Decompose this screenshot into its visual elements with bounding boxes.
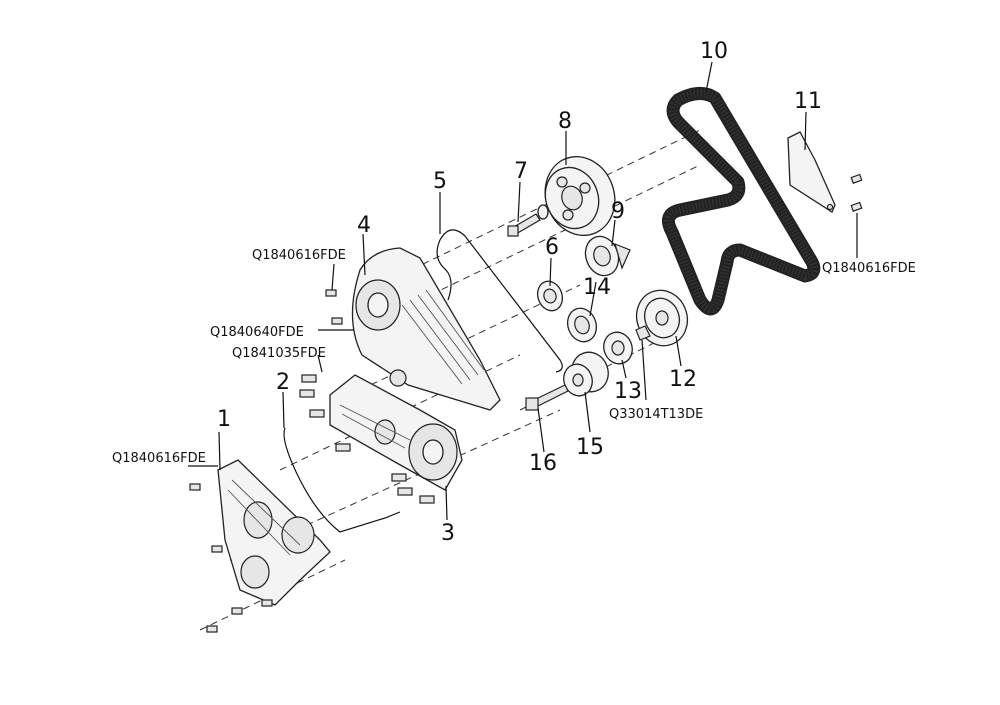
code-bolt-lower-cover: Q1840616FDE	[112, 451, 206, 466]
belt-tensioner	[584, 235, 631, 277]
callout-16: 16	[529, 451, 557, 476]
callout-13: 13	[614, 379, 642, 404]
callout-2: 2	[276, 370, 290, 395]
middle-timing-cover	[329, 374, 463, 491]
callout-3: 3	[441, 521, 455, 546]
callout-6: 6	[545, 235, 559, 260]
code-nut-idler: Q33014T13DE	[609, 407, 703, 422]
idler-bearing	[566, 307, 598, 343]
callout-8: 8	[558, 109, 572, 134]
part-codes: Q1840616FDE Q1840640FDE Q1841035FDE Q184…	[112, 248, 916, 466]
bracket-bolts	[850, 173, 863, 212]
leader-lines	[188, 61, 858, 521]
callout-7: 7	[514, 159, 528, 184]
idler-roller	[536, 280, 564, 312]
callout-1: 1	[217, 407, 231, 432]
pump-sprocket	[635, 289, 689, 347]
upper-timing-cover	[351, 247, 501, 411]
timing-belt	[661, 87, 821, 316]
crankshaft-sprocket	[563, 351, 609, 397]
cover-seal-gasket	[436, 229, 563, 373]
cover-bolts	[189, 289, 435, 633]
code-bolt-bracket: Q1840616FDE	[822, 261, 916, 276]
code-bolt-640: Q1840640FDE	[210, 325, 304, 340]
callout-5: 5	[433, 169, 447, 194]
crankshaft-bolt	[525, 384, 569, 411]
camshaft-sprocket	[544, 156, 616, 236]
lower-cover-gasket	[283, 427, 401, 533]
callout-4: 4	[357, 213, 371, 238]
callout-numbers: 1 2 3 4 5 6 7 8 9 10 11 12 13 14 15 16	[217, 39, 822, 546]
callout-15: 15	[576, 435, 604, 460]
callout-14: 14	[583, 275, 611, 300]
callout-12: 12	[669, 367, 697, 392]
lower-timing-cover	[217, 459, 331, 606]
idler-pulley	[603, 325, 651, 365]
belt-guide-bracket	[787, 131, 836, 213]
callout-9: 9	[611, 199, 625, 224]
code-bolt-upper-cover: Q1840616FDE	[252, 248, 346, 263]
code-bolt-1035: Q1841035FDE	[232, 346, 326, 361]
sprocket-bolt-washer	[507, 204, 549, 237]
callout-10: 10	[700, 39, 728, 64]
callout-11: 11	[794, 89, 822, 114]
